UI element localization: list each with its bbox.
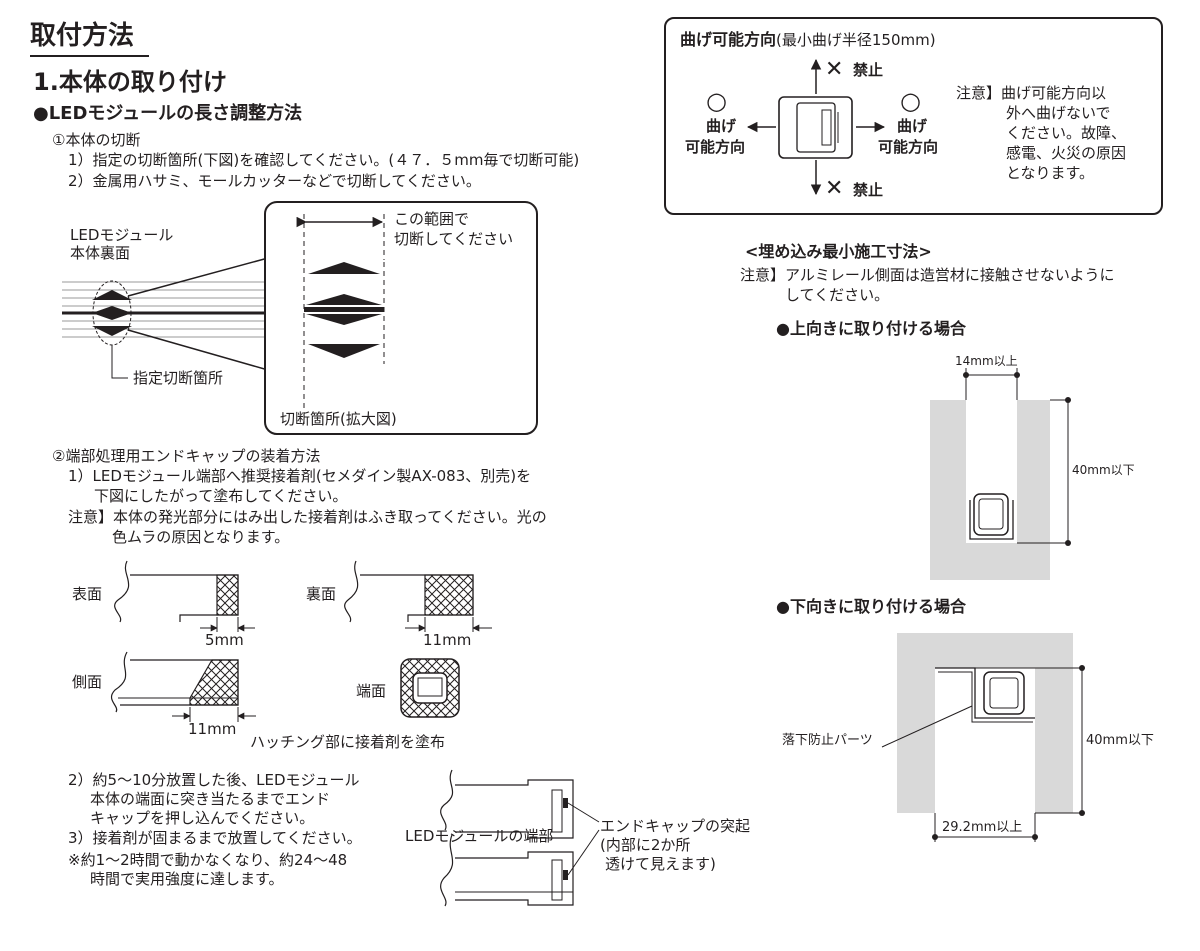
bend-caution: 注意】曲げ可能方向以 bbox=[956, 84, 1107, 102]
cut-range-label: 切断してください bbox=[394, 230, 514, 248]
cut-range-label: この範囲で bbox=[394, 210, 470, 228]
bend-caution: 外へ曲げないで bbox=[1006, 104, 1111, 122]
step3-line: キャップを押し込んでください。 bbox=[90, 809, 315, 827]
bend-direction-illustration bbox=[746, 58, 886, 196]
section-heading: 1.本体の取り付け bbox=[33, 68, 227, 96]
bend-caution: となります。 bbox=[1006, 164, 1095, 182]
bend-title: 曲げ可能方向 bbox=[680, 30, 777, 49]
zoom-caption: 切断箇所(拡大図) bbox=[280, 410, 397, 428]
upward-mount-illustration bbox=[930, 368, 1071, 580]
glue-side-illustration bbox=[110, 651, 256, 722]
step2-line: 1）LEDモジュール端部へ推奨接着剤(セメダイン製AX-083、別売)を bbox=[68, 467, 532, 485]
side-label: 側面 bbox=[72, 673, 103, 691]
endcap-illustration bbox=[440, 769, 600, 907]
dimension-label: 40mm以下 bbox=[1086, 733, 1154, 748]
downward-heading: ●下向きに取り付ける場合 bbox=[776, 597, 966, 616]
glue-end-illustration bbox=[400, 658, 460, 718]
dimension-label: 11mm bbox=[423, 631, 472, 649]
protrusion-label: エンドキャップの突起 bbox=[600, 817, 751, 835]
cut-point-label: 指定切断箇所 bbox=[133, 369, 224, 387]
page-title: 取付方法 bbox=[30, 21, 135, 51]
step3-line: 本体の端面に突き当たるまでエンド bbox=[90, 790, 331, 808]
module-back-label: 本体裏面 bbox=[70, 244, 131, 262]
bendable-label: 曲げ bbox=[706, 117, 737, 135]
protrusion-label: (内部に2か所 bbox=[600, 836, 691, 854]
bend-caution: 感電、火災の原因 bbox=[1006, 144, 1127, 162]
module-label: LEDモジュール bbox=[70, 226, 174, 244]
front-label: 表面 bbox=[72, 585, 103, 603]
prohibit-mark-icon: ✕ bbox=[825, 176, 844, 201]
bend-title-note: (最小曲げ半径150mm) bbox=[776, 31, 936, 49]
glue-back-illustration bbox=[344, 560, 492, 632]
module-back-illustration bbox=[62, 257, 269, 379]
cut-zoom-illustration bbox=[264, 201, 538, 435]
step3-line: 2）約5～10分放置した後、LEDモジュール bbox=[68, 771, 360, 789]
step1-line: 1）指定の切断箇所(下図)を確認してください。(４７．５mm毎で切断可能) bbox=[68, 151, 580, 169]
bendable-label: 曲げ bbox=[897, 117, 928, 135]
step1-line: 2）金属用ハサミ、モールカッターなどで切断してください。 bbox=[68, 172, 481, 190]
bendable-label: 可能方向 bbox=[878, 138, 939, 156]
protrusion-label: 透けて見えます) bbox=[605, 855, 716, 873]
prohibit-label: 禁止 bbox=[853, 181, 884, 199]
dimension-label: 14mm以上 bbox=[955, 354, 1018, 368]
dimension-label: 5mm bbox=[205, 631, 244, 649]
step3-line: 時間で実用強度に達します。 bbox=[90, 870, 284, 888]
back-label: 裏面 bbox=[306, 585, 337, 603]
step2-note: 注意】本体の発光部分にはみ出した接着剤はふき取ってください。光の bbox=[68, 508, 547, 526]
bend-box-title: 曲げ可能方向(最小曲げ半径150mm) bbox=[680, 30, 936, 49]
step3-line: ※約1～2時間で動かなくなり、約24～48 bbox=[68, 851, 348, 869]
step3-line: 3）接着剤が固まるまで放置してください。 bbox=[68, 829, 362, 847]
embed-note: してください。 bbox=[785, 286, 890, 304]
step2-label: ②端部処理用エンドキャップの装着方法 bbox=[52, 447, 321, 465]
prohibit-label: 禁止 bbox=[853, 61, 884, 79]
downward-mount-illustration bbox=[881, 633, 1085, 842]
module-end-label: LEDモジュールの端部 bbox=[405, 827, 554, 845]
fall-prevention-label: 落下防止パーツ bbox=[782, 733, 873, 748]
prohibit-mark-icon: ✕ bbox=[825, 57, 844, 82]
upward-heading: ●上向きに取り付ける場合 bbox=[776, 319, 966, 338]
dimension-label: 11mm bbox=[188, 720, 237, 738]
end-label: 端面 bbox=[356, 682, 387, 700]
hatch-caption: ハッチング部に接着剤を塗布 bbox=[250, 733, 446, 751]
step1-label: ①本体の切断 bbox=[52, 131, 141, 149]
subsection-heading: ●LEDモジュールの長さ調整方法 bbox=[33, 103, 303, 124]
embed-heading: <埋め込み最小施工寸法> bbox=[745, 242, 932, 261]
bend-caution: ください。故障、 bbox=[1006, 124, 1127, 142]
ok-mark-icon: ○ bbox=[900, 87, 921, 115]
ok-mark-icon: ○ bbox=[706, 87, 727, 115]
dimension-label: 29.2mm以上 bbox=[942, 820, 1023, 835]
bend-box-frame bbox=[664, 17, 1163, 215]
embed-note: 注意】アルミレール側面は造営材に接触させないように bbox=[740, 266, 1115, 284]
step2-note: 色ムラの原因となります。 bbox=[112, 528, 290, 546]
dimension-label: 40mm以下 bbox=[1072, 463, 1135, 477]
step2-line: 下図にしたがって塗布してください。 bbox=[94, 487, 348, 505]
bendable-label: 可能方向 bbox=[685, 138, 746, 156]
glue-front-illustration bbox=[114, 560, 255, 632]
